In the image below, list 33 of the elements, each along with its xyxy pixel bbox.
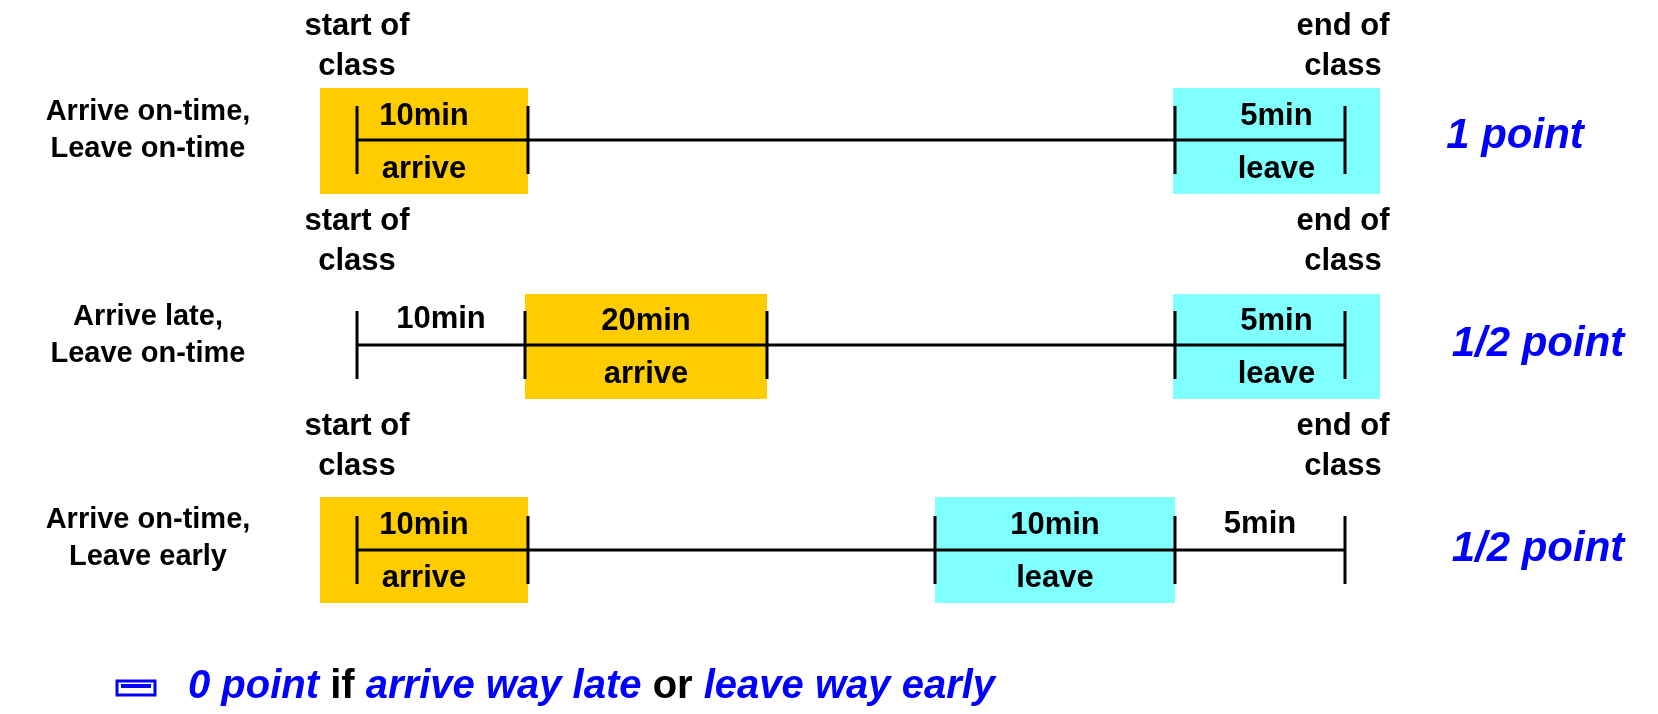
segment-label: leave <box>1016 558 1094 595</box>
time-segment-box <box>525 294 767 399</box>
duration-label: 5min <box>1240 96 1313 133</box>
time-label: start of class <box>303 6 411 84</box>
time-segment-box <box>320 88 528 194</box>
time-label: start of class <box>303 406 411 484</box>
time-segment-box <box>1173 88 1380 194</box>
duration-label: 20min <box>601 302 691 339</box>
segment-label: leave <box>1237 354 1316 391</box>
time-label: end of class <box>1295 201 1391 279</box>
segment-label: arrive <box>381 149 467 186</box>
row-label: Arrive on-time, Leave early <box>44 501 252 574</box>
duration-label: 5min <box>1223 505 1297 541</box>
time-segment-box <box>320 497 528 603</box>
duration-label: 10min <box>396 300 486 336</box>
row-label: Arrive on-time, Leave on-time <box>44 93 252 166</box>
time-segment-box <box>935 497 1175 603</box>
duration-label: 10min <box>379 505 469 542</box>
time-segment-box <box>1173 294 1380 399</box>
duration-label: 10min <box>1010 505 1100 542</box>
time-label: start of class <box>303 201 411 279</box>
segment-label: arrive <box>381 558 467 595</box>
duration-label: 10min <box>379 96 469 133</box>
segment-label: leave <box>1237 149 1316 186</box>
score-label: 1/2 point <box>1451 523 1625 571</box>
segment-label: arrive <box>603 354 689 391</box>
row-label: Arrive late, Leave on-time <box>49 298 247 371</box>
duration-label: 5min <box>1240 302 1313 339</box>
score-label: 1 point <box>1446 110 1584 158</box>
note-text: 0 point if arrive way late or leave way early <box>188 662 996 707</box>
time-label: end of class <box>1295 6 1391 84</box>
score-label: 1/2 point <box>1451 318 1625 366</box>
time-label: end of class <box>1295 406 1391 484</box>
